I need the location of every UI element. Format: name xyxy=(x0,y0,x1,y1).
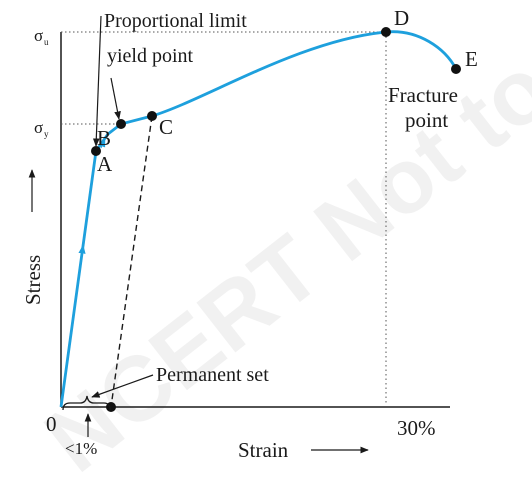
point-b-label: B xyxy=(97,126,111,150)
point-e-label: E xyxy=(465,47,478,71)
sigma-y-symbol: σ xyxy=(34,118,43,137)
stress-strain-curve xyxy=(94,30,458,152)
proportional-limit-label: Proportional limit xyxy=(104,10,247,32)
permanent-set-brace xyxy=(62,395,111,411)
x-tick-30-percent: 30% xyxy=(397,416,436,440)
yield-stress-label: σ y xyxy=(34,118,49,139)
curve-arrow-elastic xyxy=(78,244,86,259)
proportional-limit-arrow xyxy=(92,15,102,147)
fracture-point-label-line1: Fracture xyxy=(388,83,458,107)
curve-arrow-upper xyxy=(98,137,106,149)
sigma-u-symbol: σ xyxy=(34,26,43,45)
point-b-marker xyxy=(116,119,126,129)
yield-point-label: yield point xyxy=(107,45,194,67)
permanent-set-label: Permanent set xyxy=(156,364,269,386)
point-c-marker xyxy=(147,111,157,121)
y-axis-title: Stress xyxy=(21,255,45,305)
permanent-set-arrow xyxy=(91,374,154,398)
sigma-u-subscript: u xyxy=(44,37,49,47)
fracture-point-label-line2: point xyxy=(405,108,448,132)
x-axis-title: Strain xyxy=(238,438,289,462)
yield-point-arrow xyxy=(110,77,121,120)
sigma-y-subscript: y xyxy=(44,129,49,139)
point-a-label: A xyxy=(97,152,113,176)
point-d-label: D xyxy=(394,6,409,30)
elastic-segment xyxy=(59,150,98,408)
point-d-marker xyxy=(381,27,391,37)
point-e-marker xyxy=(451,64,461,74)
unloading-line xyxy=(110,115,153,408)
point-a-marker xyxy=(91,146,101,156)
origin-label: 0 xyxy=(46,412,57,436)
ultimate-stress-label: σ u xyxy=(34,26,49,47)
small-strain-label: <1% xyxy=(65,439,97,458)
point-c-label: C xyxy=(159,115,173,139)
